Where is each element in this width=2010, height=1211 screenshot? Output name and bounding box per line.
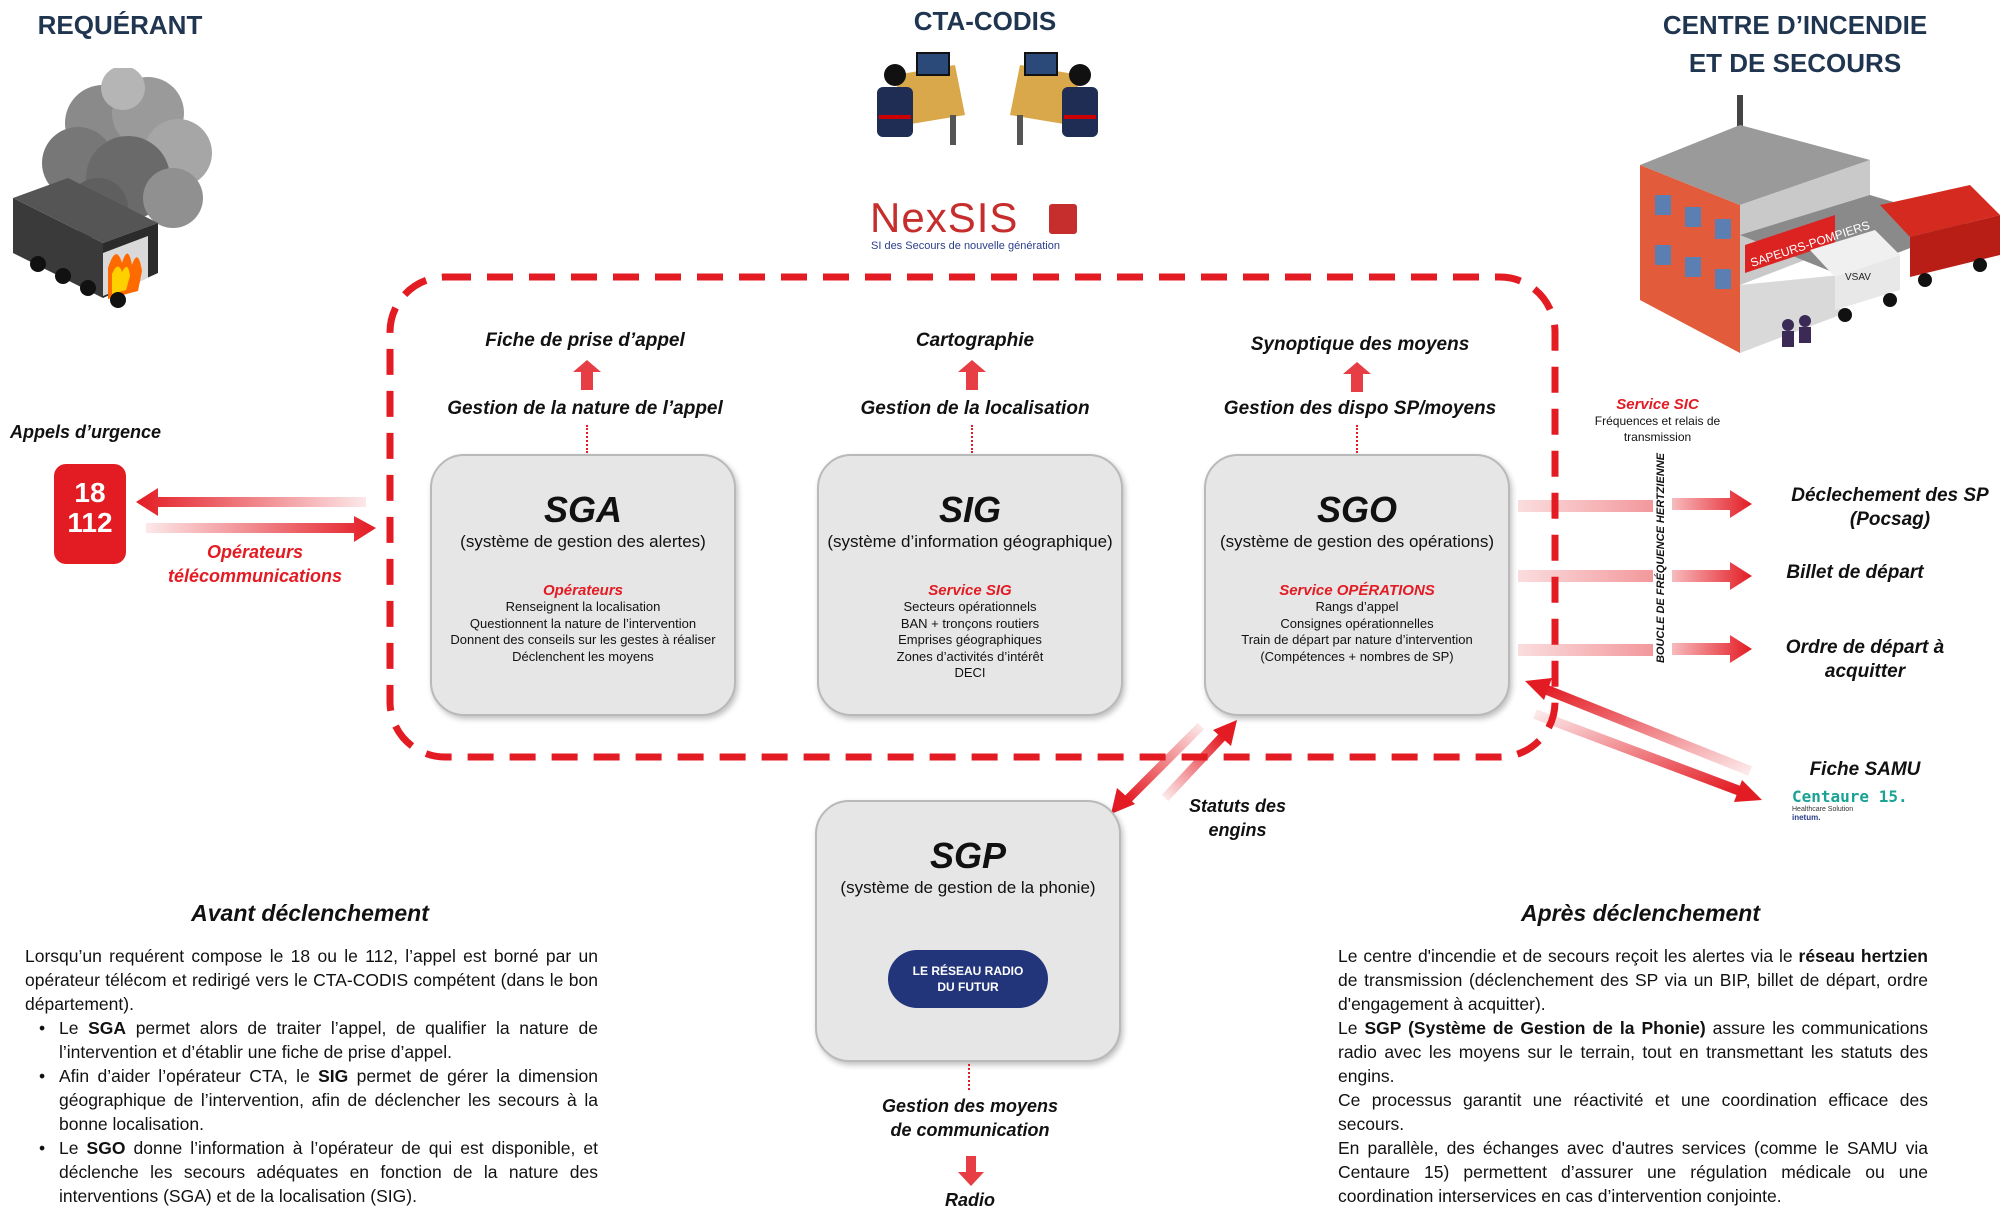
sga-fullname: (système de gestion des alertes) xyxy=(460,532,706,551)
radio-futur-logo: LE RÉSEAU RADIO DU FUTUR xyxy=(888,950,1048,1008)
sgp-function-label: Gestion des moyens de communication xyxy=(881,1096,1059,1140)
apres-paragraph: Le centre d'incendie et de secours reçoi… xyxy=(1338,944,1928,1208)
radio-label: Radio xyxy=(944,1190,995,1210)
avant-paragraph: Lorsqu’un requérent compose le 18 ou le … xyxy=(25,944,598,1208)
statuts-double-arrow xyxy=(1111,720,1237,814)
apres-p2: Le SGP (Système de Gestion de la Phonie)… xyxy=(1338,1018,1929,1086)
avant-bullet-sgo: Le SGO donne l’information à l’opérateur… xyxy=(25,1136,598,1208)
sgp-acronym: SGP xyxy=(929,835,1007,876)
nexsis-boundary xyxy=(386,273,1559,761)
header-cta-codis: CTA-CODIS xyxy=(913,6,1057,36)
sga-box: SGA (système de gestion des alertes) Opé… xyxy=(430,454,736,716)
header-requerant: REQUÉRANT xyxy=(37,10,203,40)
apres-title: Après déclenchement xyxy=(1520,900,1761,926)
sgo-item: Consignes opérationnelles xyxy=(1280,615,1434,631)
sgo-item: (Compétences + nombres de SP) xyxy=(1260,648,1454,664)
avant-title: Avant déclenchement xyxy=(191,900,429,926)
sig-item: BAN + tronçons routiers xyxy=(900,615,1040,631)
sgo-function-label: Gestion des dispo SP/moyens xyxy=(1223,398,1497,419)
avant-bullet-sig: Afin d’aider l’opérateur CTA, le SIG per… xyxy=(25,1064,598,1136)
sig-up-arrow xyxy=(958,360,986,390)
sgo-item: Rangs d’appel xyxy=(1315,599,1399,614)
sga-item: Donnent des conseils sur les gestes à ré… xyxy=(450,632,716,647)
apres-p1: Le centre d'incendie et de secours reçoi… xyxy=(1338,946,1928,1014)
sgo-service: Service OPÉRATIONS xyxy=(1279,582,1435,599)
sga-output-label: Fiche de prise d’appel xyxy=(485,330,685,351)
operateurs-telecom-label: Opérateurs télécommunications xyxy=(167,542,343,586)
sig-acronym: SIG xyxy=(938,489,1001,530)
radio-down-arrow xyxy=(958,1156,984,1186)
sig-output-label: Cartographie xyxy=(915,330,1035,351)
sgo-item: Train de départ par nature d’interventio… xyxy=(1241,632,1473,647)
output-declenchement: Déclechement des SP (Pocsag) xyxy=(1791,485,1989,530)
boucle-frequence-label: BOUCLE DE FRÉQUENCE HERTZIENNE xyxy=(1655,452,1667,664)
sga-item: Renseignent la localisation xyxy=(505,599,661,614)
sgo-acronym: SGO xyxy=(1316,489,1397,530)
sga-up-arrow xyxy=(573,360,601,390)
arrow-declenchement xyxy=(1672,490,1752,518)
arrow-billet xyxy=(1672,562,1752,590)
sgo-to-loop-bars xyxy=(1518,500,1653,656)
sgo-up-arrow xyxy=(1343,362,1371,392)
sig-item: Secteurs opérationnels xyxy=(903,599,1037,614)
sig-item: DECI xyxy=(954,665,986,680)
centaure15-logo: Centaure 15. Healthcare Solution inetum. xyxy=(1792,787,1908,823)
nexsis-tagline: SI des Secours de nouvelle génération xyxy=(871,240,1060,252)
sig-function-label: Gestion de la localisation xyxy=(860,398,1090,419)
nexsis-badge xyxy=(1049,204,1077,234)
sga-item: Questionnent la nature de l’intervention xyxy=(469,615,697,631)
nexsis-name: NexSIS xyxy=(870,194,1019,241)
vsav-label: VSAV xyxy=(1845,272,1871,283)
appels-urgence-label: Appels d’urgence xyxy=(10,422,162,442)
avant-intro: Lorsqu’un requérent compose le 18 ou le … xyxy=(25,946,598,1014)
sga-service: Opérateurs xyxy=(542,582,624,599)
fire-station-illustration: SAPEURS-POMPIERS VSAV xyxy=(1640,95,2000,353)
sgp-fullname: (système de gestion de la phonie) xyxy=(840,878,1096,897)
arrow-ordre xyxy=(1672,635,1752,663)
sgp-box: SGP (système de gestion de la phonie) LE… xyxy=(815,800,1121,1062)
operator-double-arrow xyxy=(136,488,376,542)
sig-box: SIG (système d’information géographique)… xyxy=(817,454,1123,716)
header-cis: CENTRE D’INCENDIE ET DE SECOURS xyxy=(1662,10,1928,78)
burning-truck-illustration xyxy=(13,68,212,308)
sig-service: Service SIG xyxy=(928,582,1012,599)
sgp-connector xyxy=(968,1064,970,1090)
phone-18-112-icon: 18 112 xyxy=(54,464,126,564)
sgo-output-label: Synoptique des moyens xyxy=(1250,334,1470,355)
sig-fullname: (système d’information géographique) xyxy=(827,532,1113,551)
fiche-samu-label: Fiche SAMU xyxy=(1809,759,1921,780)
sga-item: Déclenchent les moyens xyxy=(512,648,654,664)
sig-item: Zones d’activités d’intérêt xyxy=(896,648,1044,664)
apres-p4: En parallèle, des échanges avec d'autres… xyxy=(1338,1138,1928,1206)
apres-p3: Ce processus garantit une réactivité et … xyxy=(1338,1090,1928,1134)
sga-function-label: Gestion de la nature de l’appel xyxy=(447,398,723,419)
statuts-engins-label: Statuts des engins xyxy=(1188,796,1287,840)
output-billet: Billet de départ xyxy=(1786,562,1924,583)
sig-item: Emprises géographiques xyxy=(898,632,1042,647)
sga-acronym: SGA xyxy=(543,489,622,530)
sga-connector xyxy=(586,425,588,453)
sgo-fullname: (système de gestion des opérations) xyxy=(1219,532,1495,551)
sig-connector xyxy=(971,425,973,453)
samu-double-arrow xyxy=(1525,678,1762,802)
sgo-connector xyxy=(1356,425,1358,453)
service-sic: Service SIC Fréquences et relais de tran… xyxy=(1594,396,1721,444)
output-ordre: Ordre de départ à acquitter xyxy=(1785,637,1945,682)
cta-operators-illustration xyxy=(877,52,1098,145)
sgo-box: SGO (système de gestion des opérations) … xyxy=(1204,454,1510,716)
nexsis-logo: NexSIS SI des Secours de nouvelle généra… xyxy=(868,196,1083,256)
avant-bullet-sga: Le SGA permet alors de traiter l’appel, … xyxy=(25,1016,598,1064)
